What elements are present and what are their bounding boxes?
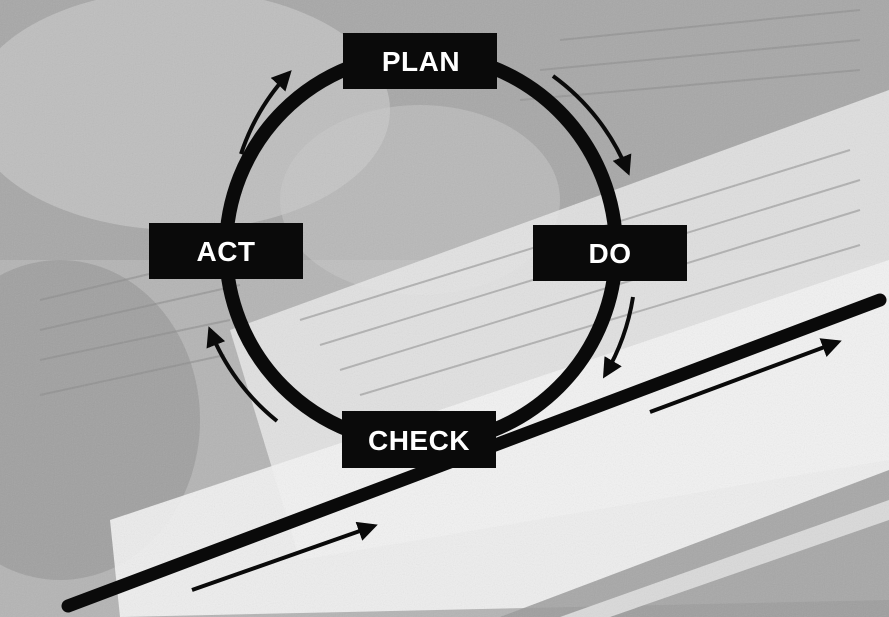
stage-do-label: DO	[589, 238, 632, 269]
arrow-do-to-check	[602, 296, 635, 379]
incline-arrow-upper	[649, 338, 842, 414]
arrow-act-to-plan	[239, 70, 292, 155]
stage-act-label: ACT	[196, 236, 255, 267]
arrow-plan-to-do	[551, 74, 632, 176]
stage-act: ACT	[149, 223, 303, 279]
stage-plan: PLAN	[343, 33, 497, 89]
stage-plan-label: PLAN	[382, 46, 460, 77]
arrow-check-to-act	[206, 326, 279, 423]
cycle: PLAN DO CHECK ACT	[149, 33, 687, 468]
incline-arrow-lower	[191, 521, 378, 592]
stage-check: CHECK	[342, 411, 496, 468]
stage-do: DO	[533, 225, 687, 281]
stage-check-label: CHECK	[368, 425, 470, 456]
